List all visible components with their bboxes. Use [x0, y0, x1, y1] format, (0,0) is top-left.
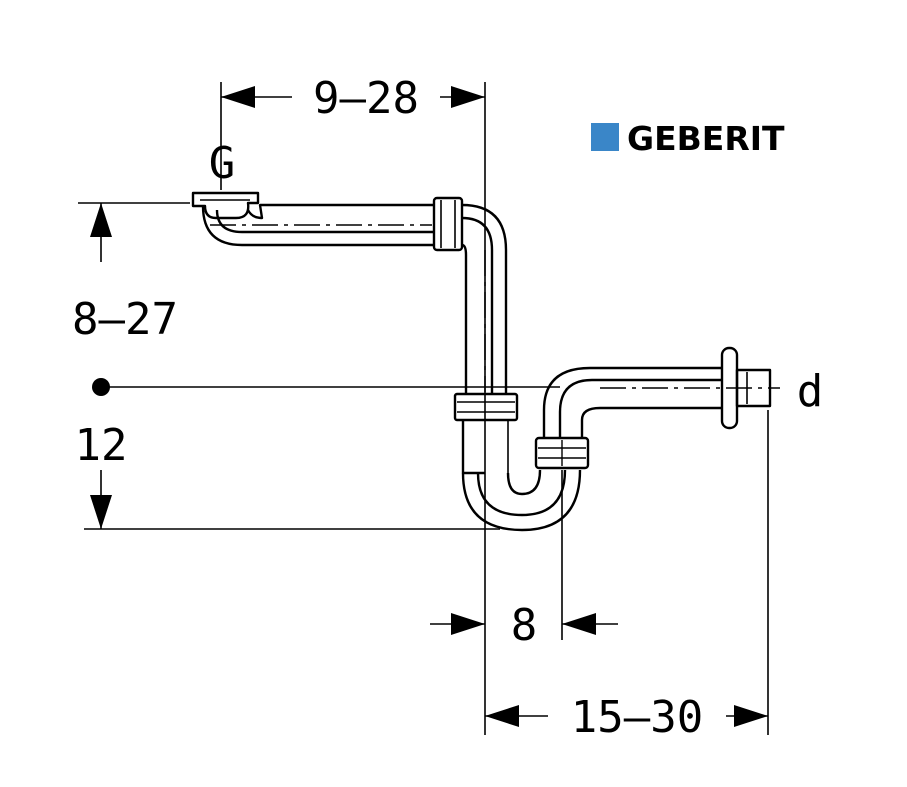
logo-wordmark: GEBERIT — [627, 119, 785, 158]
geberit-logo: GEBERIT — [591, 119, 785, 158]
u-trap — [461, 469, 582, 532]
dim-left-lower: 12 — [75, 420, 128, 529]
outlet-stub — [735, 368, 772, 408]
dim-bottom-width-label: 15–30 — [571, 692, 703, 743]
center-axis — [92, 378, 560, 396]
inlet-label: G — [209, 138, 236, 189]
logo-square — [591, 123, 619, 151]
lower-nut — [534, 436, 590, 470]
dim-left-height: 8–27 — [72, 203, 178, 345]
extension-lines — [78, 82, 769, 735]
siphon-pipe — [191, 191, 780, 532]
middle-nut — [453, 392, 519, 422]
dim-bottom-width: 15–30 — [485, 692, 768, 743]
dim-offset-label: 8 — [511, 600, 538, 651]
inlet-cap — [191, 191, 260, 220]
dim-top-width: 9–28 — [221, 73, 485, 124]
dim-left-lower-label: 12 — [75, 420, 128, 471]
dim-offset: 8 — [430, 600, 618, 651]
upper-nut — [432, 196, 464, 252]
dim-left-height-label: 8–27 — [72, 294, 178, 345]
dim-top-width-label: 9–28 — [313, 73, 419, 124]
outlet-label: d — [797, 366, 824, 417]
